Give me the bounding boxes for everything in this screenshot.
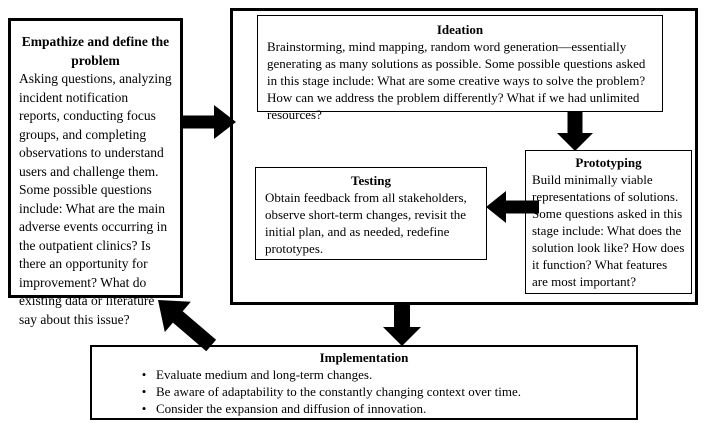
bullet-icon: • [141, 384, 147, 399]
list-item: • Consider the expansion and diffusion o… [98, 400, 630, 417]
implementation-bullet-list: • Evaluate medium and long-term changes.… [98, 366, 630, 417]
testing-title: Testing [351, 173, 391, 188]
ideation-box: Ideation Brainstorming, mind mapping, ra… [257, 15, 663, 122]
process-to-implementation-arrow-icon [383, 304, 421, 346]
empathize-box: Empathize and define the problem Asking … [8, 18, 183, 327]
implementation-box: Implementation • Evaluate medium and lon… [90, 345, 638, 420]
list-item: • Evaluate medium and long-term changes. [98, 366, 630, 383]
implementation-title: Implementation [319, 350, 409, 365]
bullet-icon: • [141, 367, 147, 382]
prototyping-box: Prototyping Build minimally viable repre… [525, 150, 692, 294]
empathize-body: Asking questions, analyzing incident not… [19, 71, 172, 327]
implementation-bullet-text: Be aware of adaptability to the constant… [156, 384, 521, 399]
ideation-body: Brainstorming, mind mapping, random word… [267, 39, 646, 122]
ideation-to-prototyping-arrow-icon [557, 112, 593, 151]
empathize-title: Empathize and define the problem [21, 34, 170, 68]
empathize-to-ideation-arrow-icon [182, 105, 236, 139]
testing-box: Testing Obtain feedback from all stakeho… [255, 167, 487, 260]
prototyping-to-testing-arrow-icon [486, 191, 539, 223]
ideation-title: Ideation [436, 22, 484, 37]
implementation-bullet-text: Evaluate medium and long-term changes. [156, 367, 373, 382]
prototyping-body: Build minimally viable representations o… [532, 172, 685, 289]
implementation-bullet-text: Consider the expansion and diffusion of … [156, 401, 427, 416]
list-item: • Be aware of adaptability to the consta… [98, 383, 630, 400]
implementation-to-empathize-arrow-icon [158, 300, 217, 352]
testing-body: Obtain feedback from all stakeholders, o… [265, 190, 467, 256]
bullet-icon: • [141, 401, 147, 416]
prototyping-title: Prototyping [575, 155, 642, 170]
